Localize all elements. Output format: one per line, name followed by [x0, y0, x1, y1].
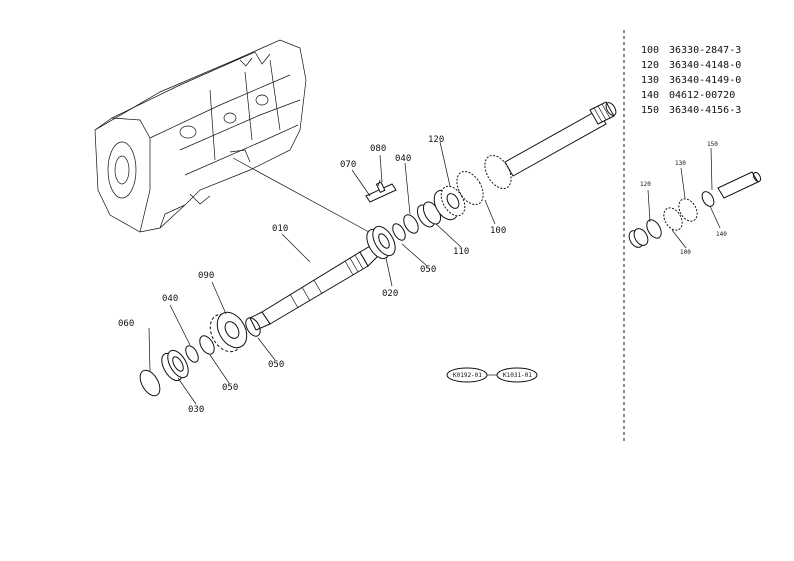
callout-090: 090: [198, 271, 214, 281]
part-number: 100: [641, 45, 660, 56]
callout-150-right: 150: [707, 141, 718, 148]
callout-030: 030: [188, 405, 204, 415]
part-code: 36330-2847-3: [669, 45, 742, 56]
main-shaft-010: [249, 244, 379, 331]
parts-list: 100 36330-2847-3 120 36340-4148-0 130 36…: [641, 43, 791, 118]
ring-040-left: [185, 345, 199, 363]
bolt-080: [375, 179, 386, 194]
detail-assembly: [628, 171, 762, 248]
callout-040-left: 040: [162, 294, 178, 304]
reference-tag-2: K1031-01: [496, 367, 538, 383]
bearing-120: [433, 185, 466, 221]
ring-040-center: [403, 214, 419, 234]
part-number: 140: [641, 90, 660, 101]
callout-010: 010: [272, 224, 288, 234]
callout-130-right: 130: [675, 160, 686, 167]
parts-list-row: 140 04612-00720: [641, 88, 791, 103]
transmission-housing-drawing: [94, 39, 307, 233]
parts-list-row: 100 36330-2847-3: [641, 43, 791, 58]
callout-080: 080: [370, 144, 386, 154]
callout-110: 110: [453, 247, 469, 257]
callout-leaders: [148, 141, 721, 405]
parts-list-row: 130 36340-4149-0: [641, 73, 791, 88]
shaft-100: [456, 101, 617, 206]
part-code: 04612-00720: [669, 90, 736, 101]
parts-list-row: 150 36340-4156-3: [641, 103, 791, 118]
part-number: 150: [641, 105, 660, 116]
collar-050-center: [392, 223, 406, 241]
callout-140-right: 140: [716, 231, 727, 238]
part-code: 36340-4156-3: [669, 105, 742, 116]
part-code: 36340-4149-0: [669, 75, 742, 86]
part-number: 130: [641, 75, 660, 86]
reference-tag-1-text: K0192-01: [453, 372, 482, 379]
callout-040-center: 040: [395, 154, 411, 164]
parts-list-row: 120 36340-4148-0: [641, 58, 791, 73]
callout-020: 020: [382, 289, 398, 299]
reference-tag-2-text: K1031-01: [503, 372, 532, 379]
callout-050-mid: 050: [268, 360, 284, 370]
callout-120-right: 120: [640, 181, 651, 188]
part-number: 120: [641, 60, 660, 71]
callout-100-right: 100: [680, 249, 691, 256]
callout-050-left: 050: [222, 383, 238, 393]
part-code: 36340-4148-0: [669, 60, 742, 71]
callout-050-center: 050: [420, 265, 436, 275]
callout-060: 060: [118, 319, 134, 329]
collar-050-left: [199, 335, 215, 355]
reference-tag-1: K0192-01: [446, 367, 488, 383]
callout-100: 100: [490, 226, 506, 236]
bearing-030: [161, 349, 189, 382]
bearing-020: [366, 225, 396, 260]
leader-line: [232, 157, 381, 239]
callout-070: 070: [340, 160, 356, 170]
gear-090: [209, 311, 248, 353]
snap-ring-060: [139, 369, 161, 397]
callout-120: 120: [428, 135, 444, 145]
collar-050-mid: [245, 317, 261, 337]
